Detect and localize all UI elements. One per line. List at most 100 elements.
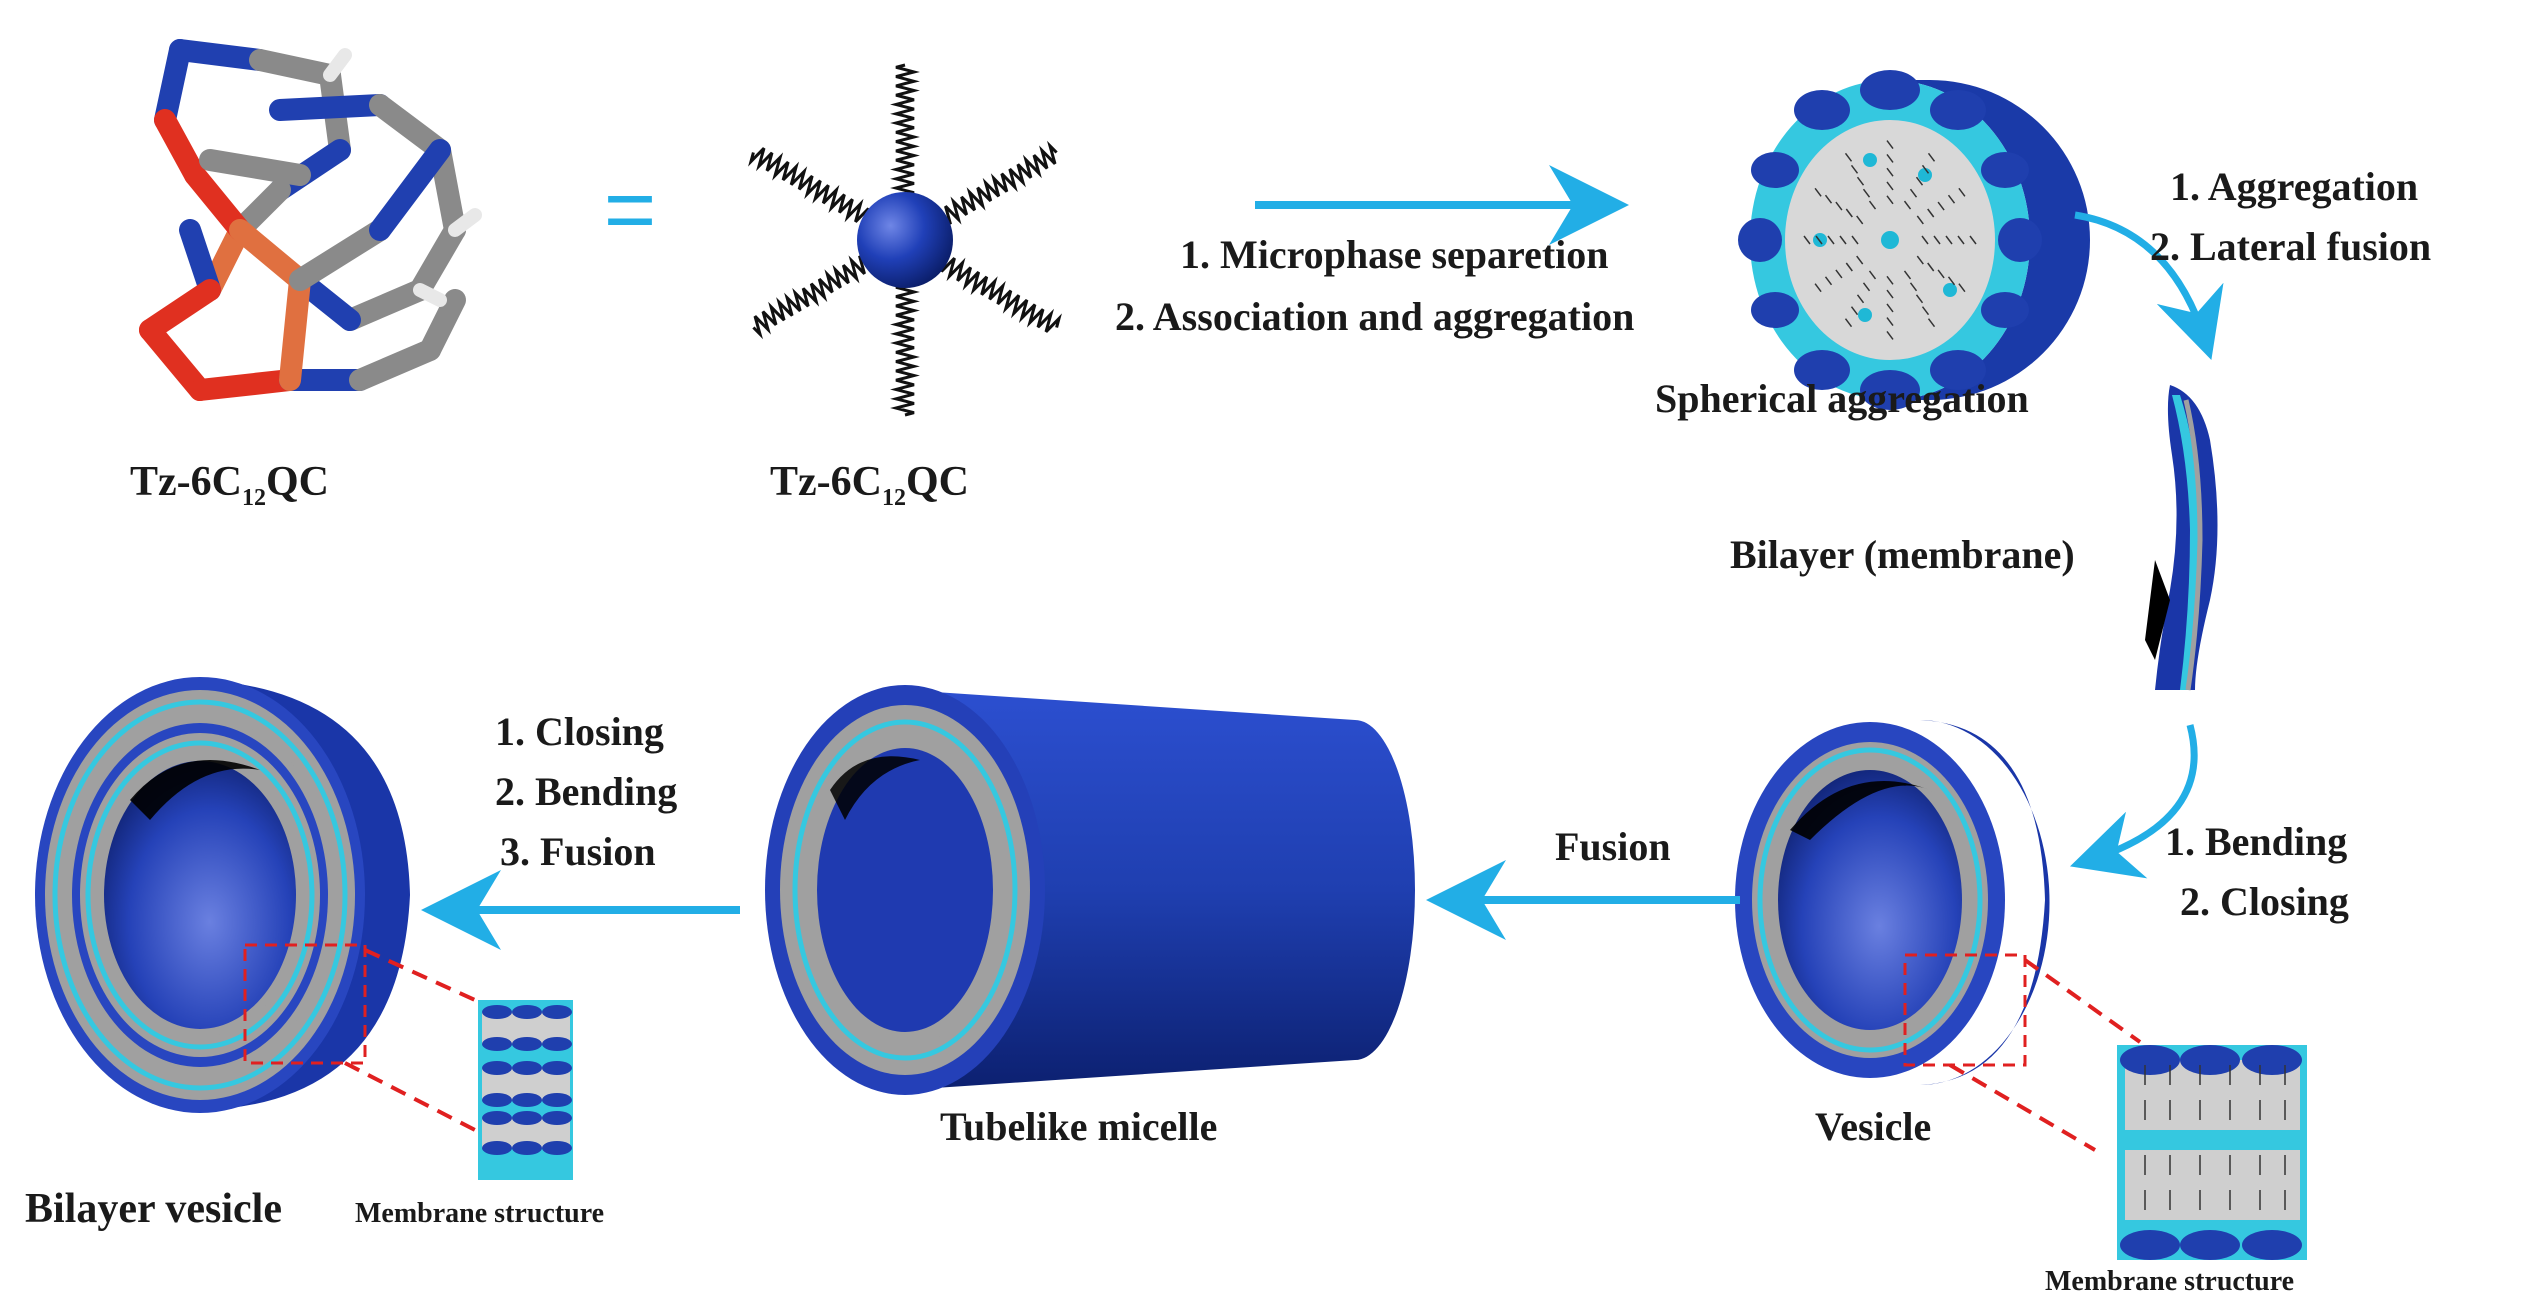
tail-hatch — [1947, 194, 1956, 204]
bilayer-vesicle-zoom-box — [243, 943, 367, 1065]
alkyl-chain — [940, 257, 1062, 333]
tail-hatch — [1886, 289, 1894, 299]
vesicle-zoom-line-bottom — [1948, 1063, 2097, 1152]
head-group — [482, 1005, 512, 1019]
tail-hatch — [1845, 262, 1853, 272]
alkyl-chain — [890, 63, 920, 197]
tail-hatch — [1844, 152, 1853, 162]
tail-hatch — [1958, 187, 1966, 197]
tail-hatch — [1844, 318, 1853, 328]
tail-hatch — [1886, 167, 1894, 177]
alkyl-chain — [942, 140, 1058, 226]
step4-line1: 1. Closing — [495, 709, 664, 754]
head-group — [542, 1111, 572, 1125]
tail-hatch — [1868, 200, 1877, 210]
tail-hatch — [1835, 201, 1843, 211]
tail-hatch — [1814, 187, 1822, 197]
step2-line1: 1. Aggregation — [2170, 164, 2418, 209]
tail-hatch — [1886, 181, 1894, 191]
tail-hatch — [1886, 275, 1894, 285]
vesicle-zoom-line-top — [2023, 958, 2142, 1044]
head-group — [512, 1005, 542, 1019]
head-group — [512, 1093, 542, 1107]
head-group — [512, 1141, 542, 1155]
head-group — [542, 1141, 572, 1155]
tail-hatch — [1945, 235, 1953, 245]
bilayer-membrane-label: Bilayer (membrane) — [1730, 532, 2075, 577]
tail-hatch — [1927, 208, 1935, 218]
step1-line2: 2. Association and aggregation — [1115, 294, 1634, 339]
tail-hatch — [1803, 235, 1811, 245]
arrow-step3 — [2070, 724, 2198, 879]
vesicle-label: Vesicle — [1815, 1104, 1931, 1149]
vesicle — [1735, 720, 2050, 1085]
tail-hatch — [1933, 235, 1941, 245]
tail-hatch — [1886, 330, 1894, 340]
membrane-structure-left — [478, 1000, 573, 1180]
head-group — [482, 1141, 512, 1155]
spherical-aggregate — [1738, 70, 2090, 410]
tail-hatch — [1839, 235, 1847, 245]
tail-hatch — [1915, 176, 1924, 186]
tail-hatch — [1916, 215, 1924, 225]
tail-hatch — [1851, 235, 1859, 245]
alkyl-chain — [890, 283, 920, 417]
tail-hatch — [1915, 294, 1924, 304]
tail-hatch — [1886, 317, 1894, 327]
tail-hatch — [1835, 269, 1843, 279]
tail-hatch — [1827, 235, 1835, 245]
tail-hatch — [1903, 270, 1912, 280]
equals-sign: = — [604, 160, 657, 260]
tubelike-micelle-label: Tubelike micelle — [940, 1104, 1217, 1149]
tail-hatch — [1927, 262, 1935, 272]
tail-hatch — [1937, 269, 1945, 279]
step2-line2: 2. Lateral fusion — [2150, 224, 2431, 269]
bilayer-membrane — [2145, 385, 2218, 691]
membrane-structure-right-label: Membrane structure — [2045, 1266, 2294, 1292]
step3-line1: 1. Bending — [2165, 819, 2347, 864]
tail-hatch — [1921, 235, 1929, 245]
step4-line3: 3. Fusion — [500, 829, 656, 874]
head-group — [542, 1005, 572, 1019]
tail-hatch — [1909, 282, 1918, 292]
tail-hatch — [1862, 188, 1871, 198]
step4-line2: 2. Bending — [495, 769, 677, 814]
molecule-left-label: Tz-6C12QC — [130, 459, 329, 511]
tail-hatch — [1862, 282, 1871, 292]
tail-hatch — [1856, 176, 1865, 186]
head-group — [542, 1093, 572, 1107]
tail-hatch — [1856, 294, 1865, 304]
head-group — [512, 1061, 542, 1075]
tail-hatch — [1937, 201, 1945, 211]
tail-hatch — [1958, 283, 1966, 293]
core-sphere — [857, 192, 953, 288]
tail-hatch — [1947, 276, 1956, 286]
step1-line1: 1. Microphase separetion — [1180, 232, 1609, 277]
molecule-schematic — [748, 63, 1062, 417]
head-group — [482, 1093, 512, 1107]
tail-hatch — [1969, 235, 1977, 245]
tail-hatch — [1903, 200, 1912, 210]
tail-hatch — [1921, 306, 1930, 316]
bilayer-vesicle — [35, 677, 410, 1113]
alkyl-chain — [748, 147, 870, 223]
arrow-step2 — [2074, 211, 2224, 361]
tail-hatch — [1850, 164, 1859, 174]
head-group — [512, 1111, 542, 1125]
spherical-aggregation-label: Spherical aggregation — [1655, 376, 2029, 421]
molecule-right-label: Tz-6C12QC — [770, 459, 969, 511]
head-group — [482, 1111, 512, 1125]
tail-hatch — [1909, 188, 1918, 198]
tail-hatch — [1957, 235, 1965, 245]
tail-hatch — [1856, 255, 1864, 265]
tail-hatch — [1927, 152, 1936, 162]
head-group — [482, 1037, 512, 1051]
head-group — [542, 1037, 572, 1051]
tail-hatch — [1886, 303, 1894, 313]
tail-hatch — [1921, 164, 1930, 174]
head-group — [482, 1061, 512, 1075]
bilayer-zoom-line-top — [364, 948, 476, 1002]
molecule-3d-model — [139, 39, 482, 401]
tail-hatch — [1814, 283, 1822, 293]
